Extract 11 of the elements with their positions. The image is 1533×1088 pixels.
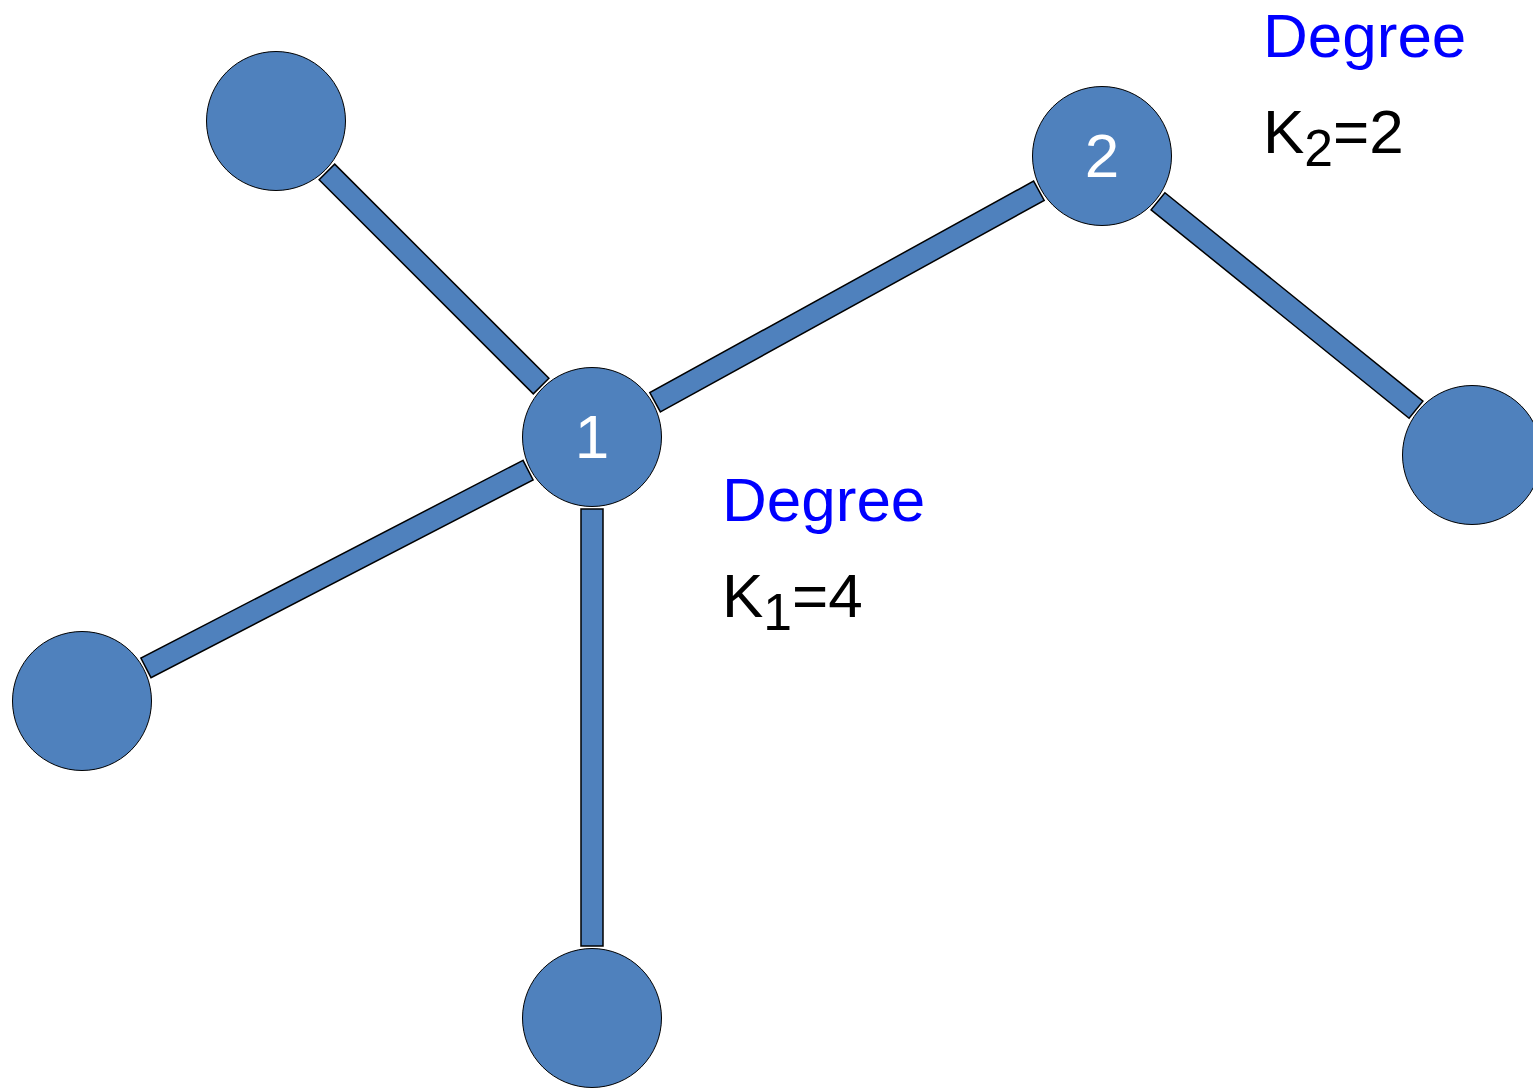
edge-bar (1150, 191, 1424, 420)
degree-heading: Degree (722, 466, 926, 535)
degree-value: K$_{1}$=4 (722, 562, 863, 642)
edge-bar (648, 180, 1046, 413)
edge-bar (580, 508, 604, 947)
node-number: 2 (1084, 125, 1120, 187)
edge-bar (318, 163, 550, 395)
edge-bar (139, 459, 535, 679)
degree-value: K$_{2}$=2 (1263, 98, 1404, 178)
degree-heading: Degree (1263, 2, 1467, 71)
node-number: 1 (574, 406, 610, 468)
